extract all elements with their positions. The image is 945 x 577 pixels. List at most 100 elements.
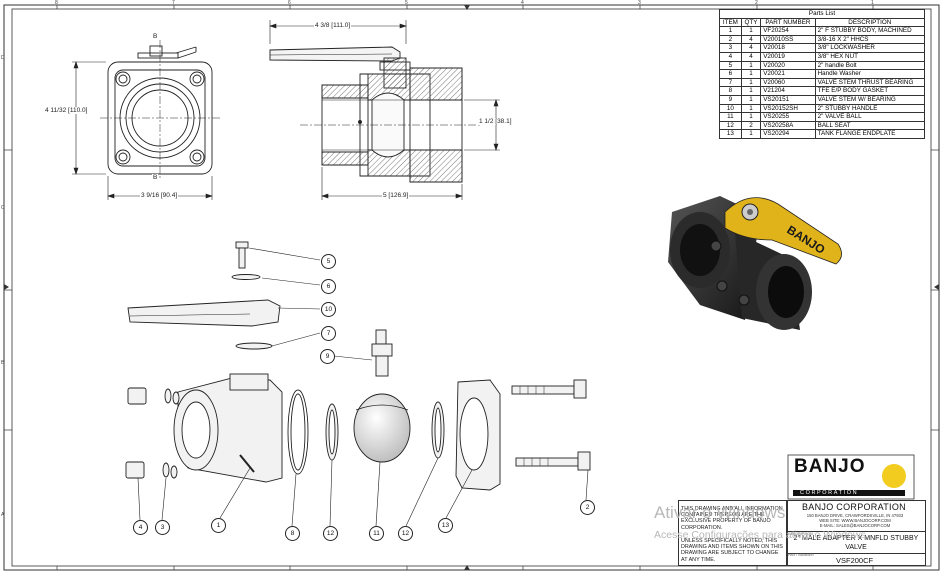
zone-label-top: 1 [871, 0, 874, 6]
zone-label-top: 8 [55, 0, 58, 6]
part-number: VF20254 [760, 26, 816, 36]
section-view [269, 46, 480, 183]
part-description: 3/8" LOCKWASHER [814, 43, 926, 53]
balloon-item: 4 [133, 520, 148, 535]
dim-body-height: 4 11/32 [110.0] [44, 107, 89, 114]
part-number: V20019 [760, 51, 816, 62]
company-address: 150 BANJO DRIVE, CRAWFORDSVILLE, IN 4793… [806, 513, 904, 518]
balloon-item: 11 [369, 526, 384, 541]
company-website: WEB SITE: WWW.BANJOCORP.COM [819, 518, 891, 523]
part-description: TFE E/P BODY GASKET [814, 86, 926, 96]
part-qty: 1 [740, 60, 762, 71]
balloon-item: 12 [323, 526, 338, 541]
part-qty: 1 [740, 129, 762, 139]
part-item: 7 [719, 77, 742, 88]
part-description: 3/8-16 X 2" HHCS [814, 34, 926, 45]
parts-header-qty: QTY [740, 17, 762, 28]
part-description: BALL SEAT [814, 120, 926, 131]
part-description: VALVE STEM THRUST BEARING [814, 77, 926, 88]
part-description: 2" handle Bolt [814, 60, 926, 71]
dim-overall-length: 5 [126.9] [382, 192, 410, 199]
confidential-note: THIS DRAWING AND ALL INFORMATION CONTAIN… [681, 506, 783, 531]
activation-watermark-title: Ativar o Windows [654, 503, 786, 522]
balloon-item: 6 [321, 279, 336, 294]
part-qty: 1 [740, 103, 762, 114]
zone-label-top: 7 [172, 0, 175, 6]
part-number: V20060 [760, 77, 816, 88]
part-item: 13 [719, 129, 742, 139]
parts-header-item: ITEM [719, 17, 742, 28]
zone-label-top: 4 [521, 0, 524, 6]
part-number: VS20255 [760, 112, 816, 122]
drawing-description: 2" MALE ADAPTER X MNFLD STUBBY VALVE [793, 535, 919, 551]
part-description: 3/8" HEX NUT [814, 51, 926, 62]
part-item: 8 [719, 86, 742, 96]
balloon-item: 3 [155, 520, 170, 535]
section-marker-bottom: B [152, 174, 159, 181]
part-description: 2" F STUBBY BODY, MACHINED [814, 26, 926, 36]
part-item: 5 [719, 60, 742, 71]
part-number: VS20258A [760, 120, 816, 131]
part-item: 12 [719, 120, 742, 131]
zone-label-top: 6 [288, 0, 291, 6]
company-name: BANJO CORPORATION [802, 502, 906, 512]
zone-label-top: 3 [638, 0, 641, 6]
zone-label-left: A [1, 512, 5, 518]
part-description: 2" STUBBY HANDLE [814, 103, 926, 114]
balloon-item: 7 [321, 326, 336, 341]
company-logo-sub: CORPORATION [800, 490, 859, 496]
part-number: VS20294 [760, 129, 816, 139]
part-number-label: PART NUMBER [788, 553, 814, 557]
balloon-item: 5 [321, 254, 336, 269]
balloon-item: 13 [438, 518, 453, 533]
part-qty: 1 [740, 86, 762, 96]
balloon-item: 12 [398, 526, 413, 541]
balloon-item: 10 [321, 302, 336, 317]
part-item: 2 [719, 34, 742, 45]
parts-list-title: Parts List [719, 9, 925, 19]
zone-label-top: 2 [755, 0, 758, 6]
title-block: THIS DRAWING AND ALL INFORMATION CONTAIN… [678, 452, 926, 566]
part-item: 10 [719, 103, 742, 114]
section-marker-top: B [152, 33, 159, 40]
part-item: 1 [719, 26, 742, 36]
part-qty: 4 [740, 51, 762, 62]
drawing-part-number: VSF200CF [836, 556, 874, 565]
zone-label-left: B [1, 360, 5, 366]
part-number: VS20152SH [760, 103, 816, 114]
part-qty: 2 [740, 120, 762, 131]
part-description: VALVE STEM W/ BEARING [814, 94, 926, 105]
part-number: V20020 [760, 60, 816, 71]
part-qty: 1 [740, 26, 762, 36]
balloon-item: 8 [285, 526, 300, 541]
part-number: V21204 [760, 86, 816, 96]
part-number: V20018 [760, 43, 816, 53]
company-logo-text: BANJO [794, 456, 866, 477]
valve-3d-render [668, 196, 842, 330]
activation-watermark-subtitle: Acesse Configurações para ativar o Windo… [654, 529, 869, 541]
balloon-item: 1 [211, 518, 226, 533]
part-item: 9 [719, 94, 742, 105]
part-item: 4 [719, 51, 742, 62]
part-number: V20021 [760, 69, 816, 79]
balloon-item: 2 [580, 500, 595, 515]
part-qty: 4 [740, 43, 762, 53]
zone-label-left: C [1, 205, 5, 211]
dim-handle-length: 4 3/8 [111.0] [314, 22, 352, 29]
part-qty: 1 [740, 69, 762, 79]
part-number: VS20151 [760, 94, 816, 105]
part-qty: 4 [740, 34, 762, 45]
